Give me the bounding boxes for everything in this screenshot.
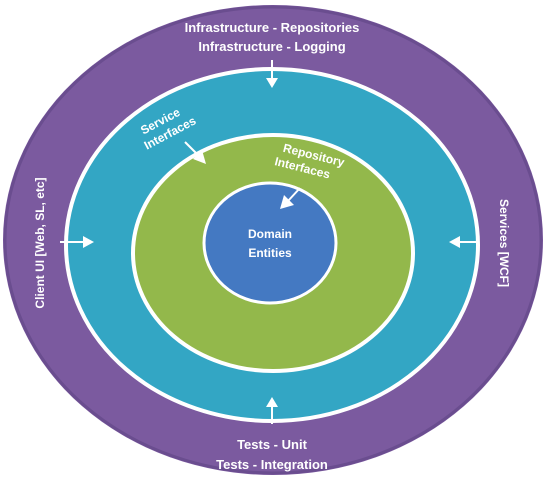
- left-right-arrow-icon: [60, 236, 94, 248]
- right-left-arrow-icon: [449, 236, 478, 248]
- bottom-up-arrow-icon: [266, 397, 278, 424]
- tests-integration-label: Tests - Integration: [216, 457, 328, 472]
- service-interfaces-arrow-icon: [184, 141, 206, 164]
- repository-interfaces-arrow-icon: [280, 187, 301, 209]
- domain-entities-core: [202, 181, 338, 305]
- client-ui-label: Client UI [Web, SL, etc]: [33, 177, 47, 308]
- domain-label: Domain: [248, 227, 292, 241]
- outer-ring-edge: [3, 5, 543, 475]
- services-wcf-label: Services [WCF]: [497, 199, 511, 287]
- entities-label: Entities: [248, 246, 292, 260]
- infrastructure-repositories-label: Infrastructure - Repositories: [185, 20, 360, 35]
- tests-unit-label: Tests - Unit: [237, 437, 307, 452]
- top-down-arrow-icon: [266, 60, 278, 88]
- infrastructure-logging-label: Infrastructure - Logging: [198, 39, 345, 54]
